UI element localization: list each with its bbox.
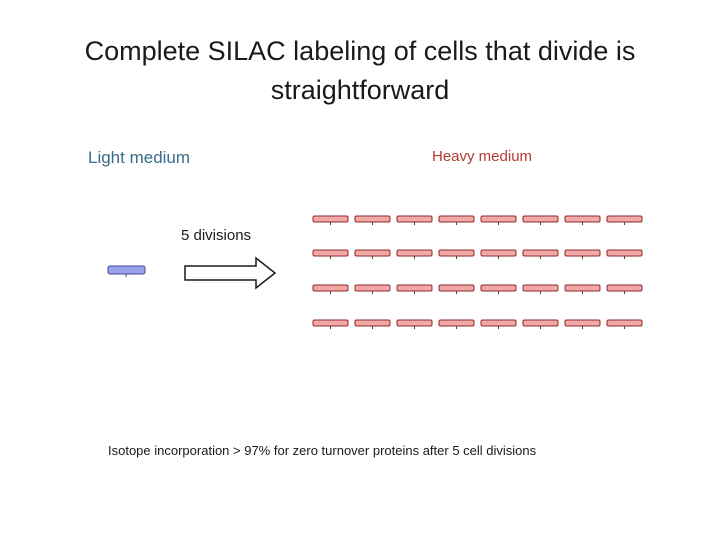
divisions-label: 5 divisions — [181, 227, 252, 244]
heavy-cell — [480, 319, 517, 329]
heavy-cell — [606, 249, 643, 259]
light-labeled-cell — [107, 265, 146, 277]
heavy-cell — [522, 249, 559, 259]
heavy-cell — [312, 215, 349, 225]
heavy-cell — [354, 215, 391, 225]
heavy-cell — [396, 319, 433, 329]
slide-title: Complete SILAC labeling of cells that di… — [40, 32, 680, 110]
heavy-cell — [438, 249, 475, 259]
heavy-cell — [354, 284, 391, 294]
heavy-cell — [354, 319, 391, 329]
heavy-cell — [354, 249, 391, 259]
heavy-cell — [564, 215, 601, 225]
heavy-cell — [480, 249, 517, 259]
heavy-cell — [522, 319, 559, 329]
heavy-cell — [522, 284, 559, 294]
heavy-cell — [312, 319, 349, 329]
heavy-cell — [480, 215, 517, 225]
title-line-1: Complete SILAC labeling of cells that di… — [84, 36, 636, 66]
title-line-2: straightforward — [270, 75, 450, 105]
heavy-cell — [438, 284, 475, 294]
heavy-cell — [396, 284, 433, 294]
heavy-cell — [564, 319, 601, 329]
heavy-cell — [606, 319, 643, 329]
heavy-cell — [312, 249, 349, 259]
heavy-cell — [438, 319, 475, 329]
heavy-cell — [396, 215, 433, 225]
heavy-cell — [438, 215, 475, 225]
heavy-cell — [564, 249, 601, 259]
heavy-cell — [606, 215, 643, 225]
heavy-medium-label: Heavy medium — [432, 148, 533, 165]
light-medium-label: Light medium — [88, 148, 191, 167]
heavy-cell — [564, 284, 601, 294]
heavy-cell — [312, 284, 349, 294]
heavy-cell — [396, 249, 433, 259]
heavy-cell — [522, 215, 559, 225]
heavy-cell — [480, 284, 517, 294]
division-arrow — [184, 256, 277, 290]
incorporation-footnote: Isotope incorporation > 97% for zero tur… — [108, 443, 537, 458]
heavy-cell — [606, 284, 643, 294]
